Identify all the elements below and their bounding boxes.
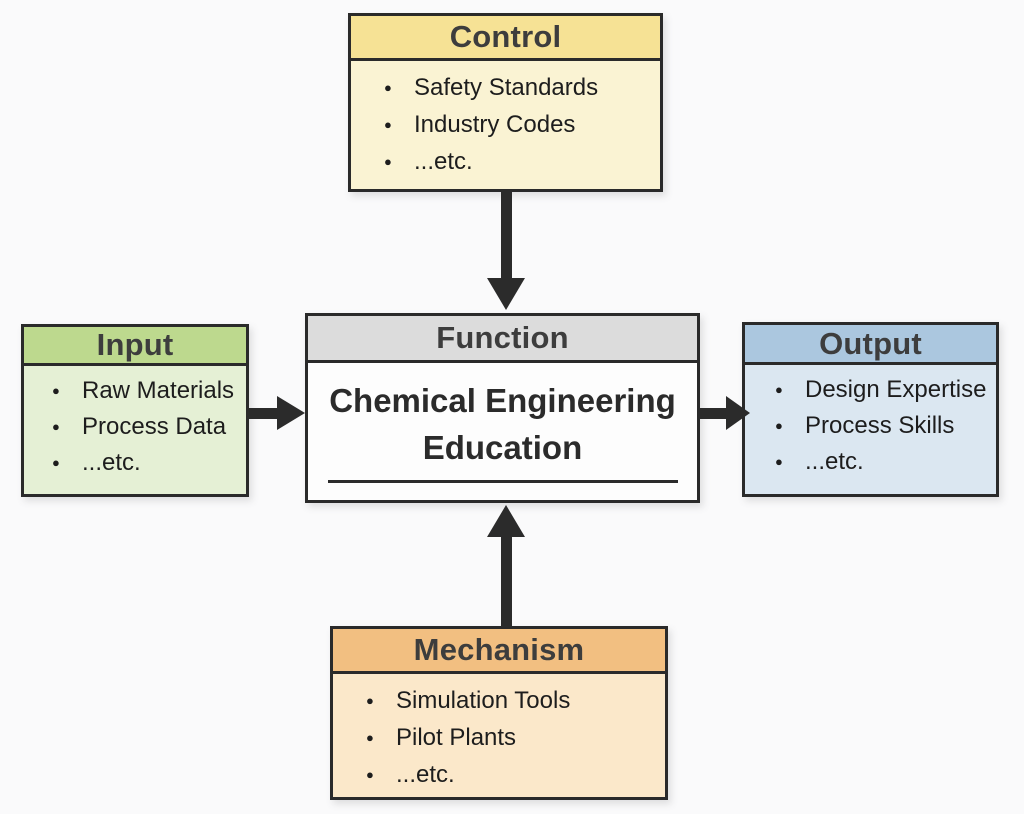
output-box-header: Output [745, 325, 996, 365]
control-box-header: Control [351, 16, 660, 61]
list-item: Design Expertise [775, 372, 996, 408]
mechanism-box-items: Simulation Tools Pilot Plants ...etc. [333, 674, 665, 793]
arrow-function-to-output-right-arrowhead-icon [726, 396, 750, 430]
input-box-items: Raw Materials Process Data ...etc. [24, 366, 246, 481]
output-box-items: Design Expertise Process Skills ...etc. [745, 365, 996, 480]
list-item: ...etc. [384, 143, 660, 180]
input-box-header: Input [24, 327, 246, 366]
control-box-items: Safety Standards Industry Codes ...etc. [351, 61, 660, 180]
function-content-line2: Education [422, 429, 583, 466]
list-item: Industry Codes [384, 106, 660, 143]
list-item: Process Data [52, 409, 246, 445]
list-item: Raw Materials [52, 373, 246, 409]
output-box-title: Output [819, 325, 922, 361]
arrow-input-to-function-right-arrowhead-icon [277, 396, 305, 430]
list-item: ...etc. [52, 445, 246, 481]
function-underline [327, 480, 678, 483]
control-box-title: Control [449, 19, 562, 54]
function-content-line1: Chemical Engineering [329, 382, 676, 419]
list-item: Pilot Plants [366, 719, 665, 756]
arrow-mechanism-to-function-up-arrowhead-icon [487, 505, 525, 537]
mechanism-box: Mechanism Simulation Tools Pilot Plants … [330, 626, 668, 800]
mechanism-box-title: Mechanism [413, 632, 585, 667]
list-item: Simulation Tools [366, 682, 665, 719]
control-box: Control Safety Standards Industry Codes … [348, 13, 663, 192]
function-box-header: Function [308, 316, 697, 363]
arrow-control-to-function-shaft [501, 190, 512, 280]
function-box: Function Chemical Engineering Education [305, 313, 700, 503]
list-item: ...etc. [775, 444, 996, 480]
arrow-input-to-function-shaft [246, 408, 279, 419]
input-box-title: Input [96, 327, 174, 362]
arrow-function-to-output-shaft [698, 408, 727, 419]
input-box: Input Raw Materials Process Data ...etc. [21, 324, 249, 497]
list-item: Safety Standards [384, 69, 660, 106]
mechanism-box-header: Mechanism [333, 629, 665, 674]
list-item: ...etc. [366, 756, 665, 793]
list-item: Process Skills [775, 408, 996, 444]
arrow-control-to-function-down-arrowhead-icon [487, 278, 525, 310]
output-box: Output Design Expertise Process Skills .… [742, 322, 999, 497]
arrow-mechanism-to-function-shaft [501, 536, 512, 627]
function-box-title: Function [436, 320, 569, 355]
function-content: Chemical Engineering Education [308, 363, 697, 471]
